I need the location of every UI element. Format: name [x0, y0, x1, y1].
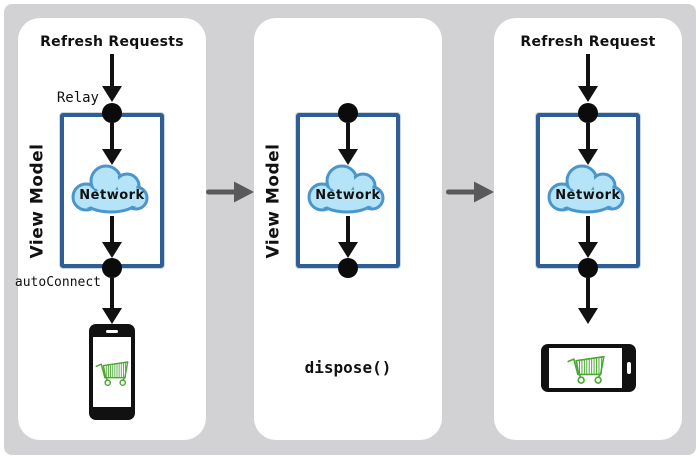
phone-speaker: [106, 330, 118, 333]
smartphone-landscape-icon: [541, 344, 636, 392]
panel-refresh-request: Refresh Request: [494, 18, 682, 440]
network-label: Network: [315, 188, 381, 203]
phone-screen: [549, 348, 622, 388]
autoconnect-label: autoConnect: [14, 275, 101, 290]
network-cloud-icon: Network: [544, 164, 632, 216]
phone-home-button: [627, 362, 631, 374]
black-dot-bottom: [578, 258, 598, 278]
network-label: Network: [79, 188, 145, 203]
down-arrow-icon: [338, 123, 358, 165]
down-arrow-icon: [102, 54, 122, 102]
black-dot-bottom: [338, 258, 358, 278]
panel3-title: Refresh Request: [520, 34, 656, 50]
relay-label: Relay: [56, 90, 99, 106]
dispose-label: dispose(): [304, 358, 392, 377]
down-arrow-icon: [102, 216, 122, 258]
right-arrow-icon: [206, 181, 254, 203]
down-arrow-icon: [578, 123, 598, 165]
network-cloud-icon: Network: [68, 164, 156, 216]
down-arrow-icon: [578, 216, 598, 258]
right-arrow-icon: [446, 181, 494, 203]
black-dot-bottom: [102, 258, 122, 278]
panel1-title: Refresh Requests: [40, 34, 184, 50]
network-cloud-icon: Network: [304, 164, 392, 216]
network-label: Network: [555, 188, 621, 203]
shopping-cart-icon: [95, 361, 129, 387]
black-dot-top: [338, 103, 358, 123]
smartphone-portrait-icon: [89, 324, 135, 420]
black-dot-top: [578, 103, 598, 123]
view-model-label: View Model: [27, 143, 47, 258]
down-arrow-icon: [578, 278, 598, 324]
phone-screen: [93, 337, 131, 407]
panel-autoconnect: Refresh Requests Relay View Model: [14, 18, 206, 440]
down-arrow-icon: [578, 54, 598, 102]
black-dot-top: [102, 103, 122, 123]
view-model-label: View Model: [263, 143, 283, 258]
down-arrow-icon: [102, 123, 122, 165]
down-arrow-icon: [338, 216, 358, 258]
panel-dispose: View Model Network: [254, 18, 442, 440]
down-arrow-icon: [102, 278, 122, 324]
shopping-cart-icon: [566, 355, 605, 384]
